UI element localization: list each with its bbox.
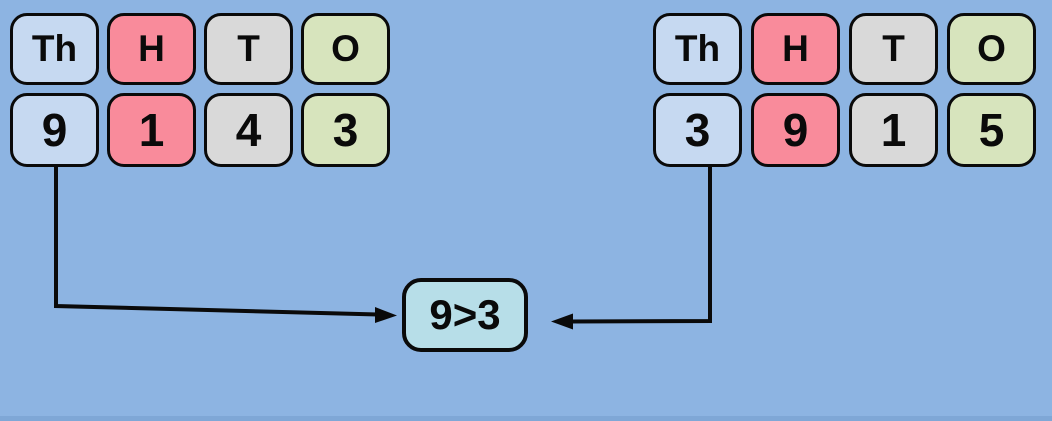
left-header-hundreds: H: [107, 13, 196, 85]
left-header-tens: T: [204, 13, 293, 85]
right-header-tens: T: [849, 13, 938, 85]
left-place-value-table: Th H T O 9 1 4 3: [10, 13, 390, 167]
left-digit-thousands: 9: [10, 93, 99, 167]
left-digit-tens: 4: [204, 93, 293, 167]
right-header-ones: O: [947, 13, 1036, 85]
left-digit-hundreds: 1: [107, 93, 196, 167]
left-thousands-arrow: [54, 166, 397, 323]
right-header-hundreds: H: [751, 13, 840, 85]
right-digit-ones: 5: [947, 93, 1036, 167]
left-arrowhead-icon: [551, 313, 573, 330]
right-digit-thousands: 3: [653, 93, 742, 167]
right-header-thousands: Th: [653, 13, 742, 85]
left-digit-ones: 3: [301, 93, 390, 167]
right-digit-tens: 1: [849, 93, 938, 167]
right-thousands-arrow: [551, 166, 712, 330]
right-place-value-table: Th H T O 3 9 1 5: [653, 13, 1036, 167]
left-header-thousands: Th: [10, 13, 99, 85]
comparison-result-box: 9>3: [402, 278, 528, 352]
right-digit-hundreds: 9: [751, 93, 840, 167]
left-header-ones: O: [301, 13, 390, 85]
right-arrowhead-icon: [375, 307, 397, 323]
bottom-edge-strip: [0, 416, 1052, 421]
